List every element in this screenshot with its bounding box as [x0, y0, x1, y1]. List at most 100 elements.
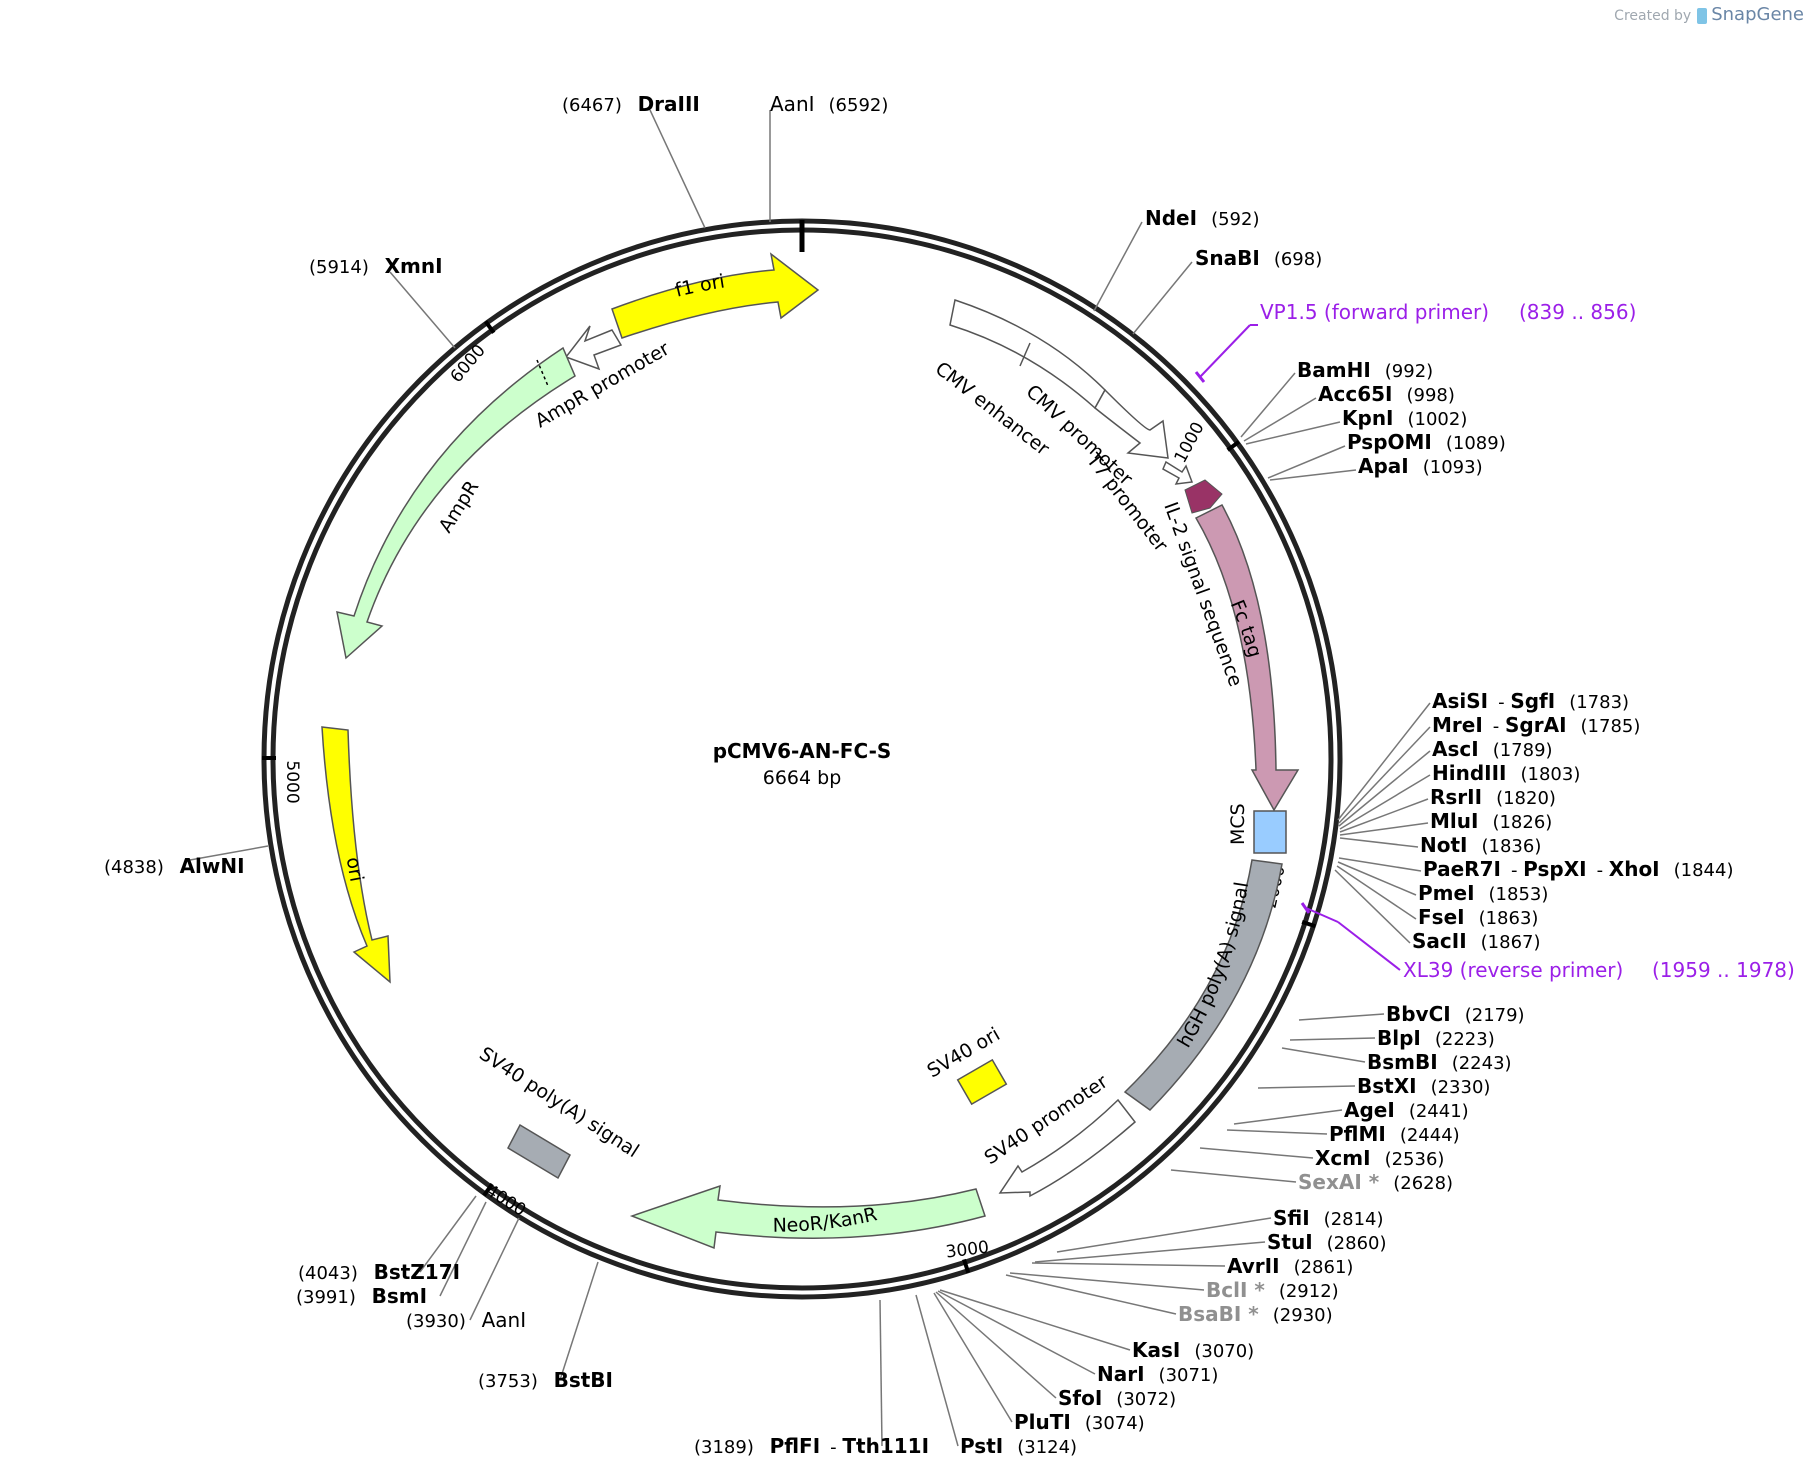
enzyme-kasi[interactable]: KasI(3070): [939, 1289, 1254, 1362]
feature-sv40-polya-signal[interactable]: [507, 1123, 571, 1180]
feature-ampr[interactable]: [336, 346, 576, 660]
enzyme-leader-line: [1289, 1037, 1376, 1041]
enzyme-leader-line: [439, 1201, 487, 1297]
enzyme-leader-line: [1338, 726, 1431, 824]
enzyme-leader-line: [1334, 869, 1411, 944]
enzyme-leader-line: [939, 1289, 1131, 1351]
feature-ori[interactable]: [321, 726, 391, 984]
primer-xl39[interactable]: XL39 (reverse primer) (1959 .. 1978): [1300, 902, 1795, 982]
enzyme-pspomi[interactable]: PspOMI(1089): [1267, 430, 1506, 479]
enzyme-mrei-sgrai[interactable]: MreI- SgrAI(1785): [1338, 713, 1640, 824]
enzyme-psti[interactable]: PstI(3124): [915, 1294, 1077, 1458]
enzyme-label: BamHI(992): [1297, 358, 1433, 382]
enzyme-acc65i[interactable]: Acc65I(998): [1243, 382, 1455, 442]
enzyme-xmni[interactable]: (5914) XmnI: [309, 254, 456, 349]
enzyme-label: KasI(3070): [1132, 1338, 1254, 1362]
enzyme-agei[interactable]: AgeI(2441): [1233, 1098, 1469, 1125]
enzyme-label: BclI *(2912): [1206, 1278, 1339, 1302]
enzyme-pmei[interactable]: PmeI(1853): [1337, 861, 1548, 905]
enzyme-leader-line: [1298, 1013, 1385, 1021]
enzyme-blpi[interactable]: BlpI(2223): [1289, 1026, 1495, 1050]
enzyme-sexai[interactable]: SexAI *(2628): [1170, 1169, 1453, 1194]
enzyme-noti[interactable]: NotI(1836): [1339, 833, 1541, 857]
enzyme-leader-line: [935, 1291, 1057, 1399]
enzyme-sfoi[interactable]: SfoI(3072): [935, 1291, 1176, 1410]
enzyme-hindiii[interactable]: HindIII(1803): [1339, 761, 1580, 830]
enzyme-label: (3189) PflFI- Tth111I: [694, 1434, 929, 1458]
enzyme-label: MluI(1826): [1430, 809, 1552, 833]
enzyme-snabi[interactable]: SnaBI(698): [1132, 246, 1322, 335]
enzyme-bstbi[interactable]: (3753) BstBI: [478, 1261, 613, 1392]
label-sv40-polya-signal: SV40 poly(A) signal: [475, 1043, 643, 1163]
enzyme-label: ApaI(1093): [1358, 454, 1483, 478]
enzyme-rsrii[interactable]: RsrII(1820): [1339, 785, 1556, 833]
enzyme-asci[interactable]: AscI(1789): [1338, 737, 1553, 827]
enzyme-label: PstI(3124): [960, 1434, 1077, 1458]
enzyme-aani[interactable]: AanI(6592): [769, 92, 888, 222]
feature-cmv-promoter[interactable]: [1094, 388, 1169, 459]
enzyme-bsmbi[interactable]: BsmBI(2243): [1281, 1047, 1512, 1074]
enzyme-leader-line: [1337, 861, 1417, 896]
enzyme-bbvci[interactable]: BbvCI(2179): [1298, 1002, 1525, 1026]
tick-2000: [1301, 920, 1317, 929]
feature-sv40-ori[interactable]: [956, 1058, 1008, 1106]
enzyme-paer7i-pspxi-xhoi[interactable]: PaeR7I- PspXI- XhoI(1844): [1338, 857, 1733, 881]
enzyme-bcli[interactable]: BclI *(2912): [1009, 1272, 1339, 1302]
feature-hgh-polya-signal[interactable]: [1123, 859, 1283, 1111]
feature-sv40-promoter[interactable]: [998, 1098, 1137, 1198]
enzyme-leader-line: [1170, 1169, 1297, 1183]
enzyme-draiii[interactable]: (6467) DraIII: [562, 92, 706, 229]
enzyme-leader-line: [1243, 397, 1317, 442]
feature-ampr-promoter[interactable]: [564, 325, 623, 371]
enzyme-fsei[interactable]: FseI(1863): [1336, 865, 1538, 929]
enzyme-mlui[interactable]: MluI(1826): [1339, 809, 1552, 836]
enzyme-leader-line: [1269, 469, 1357, 481]
enzyme-label: AvrII(2861): [1227, 1254, 1353, 1278]
enzyme-nari[interactable]: NarI(3071): [937, 1290, 1218, 1386]
enzyme-leader-line: [419, 1195, 477, 1273]
tick-label-4000: 4000: [482, 1181, 529, 1221]
feature-mcs[interactable]: [1253, 810, 1287, 854]
enzyme-pflmi[interactable]: PflMI(2444): [1226, 1122, 1460, 1146]
feature-f1-ori[interactable]: [611, 252, 820, 339]
enzyme-bsmi[interactable]: (3991) BsmI: [296, 1201, 487, 1308]
enzyme-leader-line: [1339, 774, 1431, 830]
enzyme-kpni[interactable]: KpnI(1002): [1245, 406, 1467, 445]
cmv-enhancer-divider: [1019, 342, 1031, 367]
feature-neor-kanr[interactable]: [629, 1184, 986, 1250]
enzyme-label: (4043) BstZ17I: [298, 1260, 460, 1284]
enzyme-bamhi[interactable]: BamHI(992): [1240, 358, 1433, 438]
enzyme-sacii[interactable]: SacII(1867): [1334, 869, 1541, 953]
snapgene-logo-icon: [1697, 8, 1708, 24]
feature-fc-tag[interactable]: [1194, 504, 1300, 812]
feature-t7-promoter[interactable]: [1162, 460, 1194, 485]
enzyme-label: RsrII(1820): [1430, 785, 1556, 809]
enzyme-xcmi[interactable]: XcmI(2536): [1199, 1146, 1444, 1170]
ampr-promoter-boundary: [536, 359, 549, 387]
enzyme-asisi-sgfi[interactable]: AsiSI- SgfI(1783): [1337, 689, 1629, 821]
enzyme-apai[interactable]: ApaI(1093): [1269, 454, 1483, 481]
enzyme-alwni[interactable]: (4838) AlwNI: [104, 845, 269, 878]
enzyme-leader-line: [1233, 1109, 1343, 1125]
enzyme-label: PspOMI(1089): [1347, 430, 1506, 454]
enzyme-bstxi[interactable]: BstXI(2330): [1257, 1074, 1490, 1098]
enzyme-pluti[interactable]: PluTI(3074): [933, 1292, 1145, 1434]
enzyme-pflfi-tth111i[interactable]: (3189) PflFI- Tth111I: [694, 1299, 929, 1458]
enzyme-label: NdeI(592): [1145, 206, 1259, 230]
enzyme-avrii[interactable]: AvrII(2861): [1031, 1254, 1353, 1278]
enzyme-label: (4838) AlwNI: [104, 854, 245, 878]
feature-il2-signal-sequence[interactable]: [1184, 479, 1223, 514]
enzyme-label: (6467) DraIII: [562, 92, 700, 116]
enzyme-bstz17i[interactable]: (4043) BstZ17I: [298, 1195, 477, 1284]
enzyme-ndei[interactable]: NdeI(592): [1093, 206, 1259, 312]
enzyme-sfii[interactable]: SfiI(2814): [1056, 1206, 1384, 1253]
primer-vp1-5[interactable]: VP1.5 (forward primer) (839 .. 856): [1194, 300, 1636, 383]
enzyme-label: FseI(1863): [1418, 905, 1538, 929]
enzyme-leader-line: [649, 109, 706, 229]
enzyme-bsabi[interactable]: BsaBI *(2930): [1005, 1274, 1333, 1326]
enzyme-stui[interactable]: StuI(2860): [1034, 1230, 1387, 1263]
enzyme-aani[interactable]: (3930) AanI: [406, 1217, 526, 1332]
enzyme-leader-line: [879, 1299, 883, 1447]
enzyme-leader-line: [915, 1294, 959, 1447]
enzyme-leader-line: [1339, 798, 1429, 833]
